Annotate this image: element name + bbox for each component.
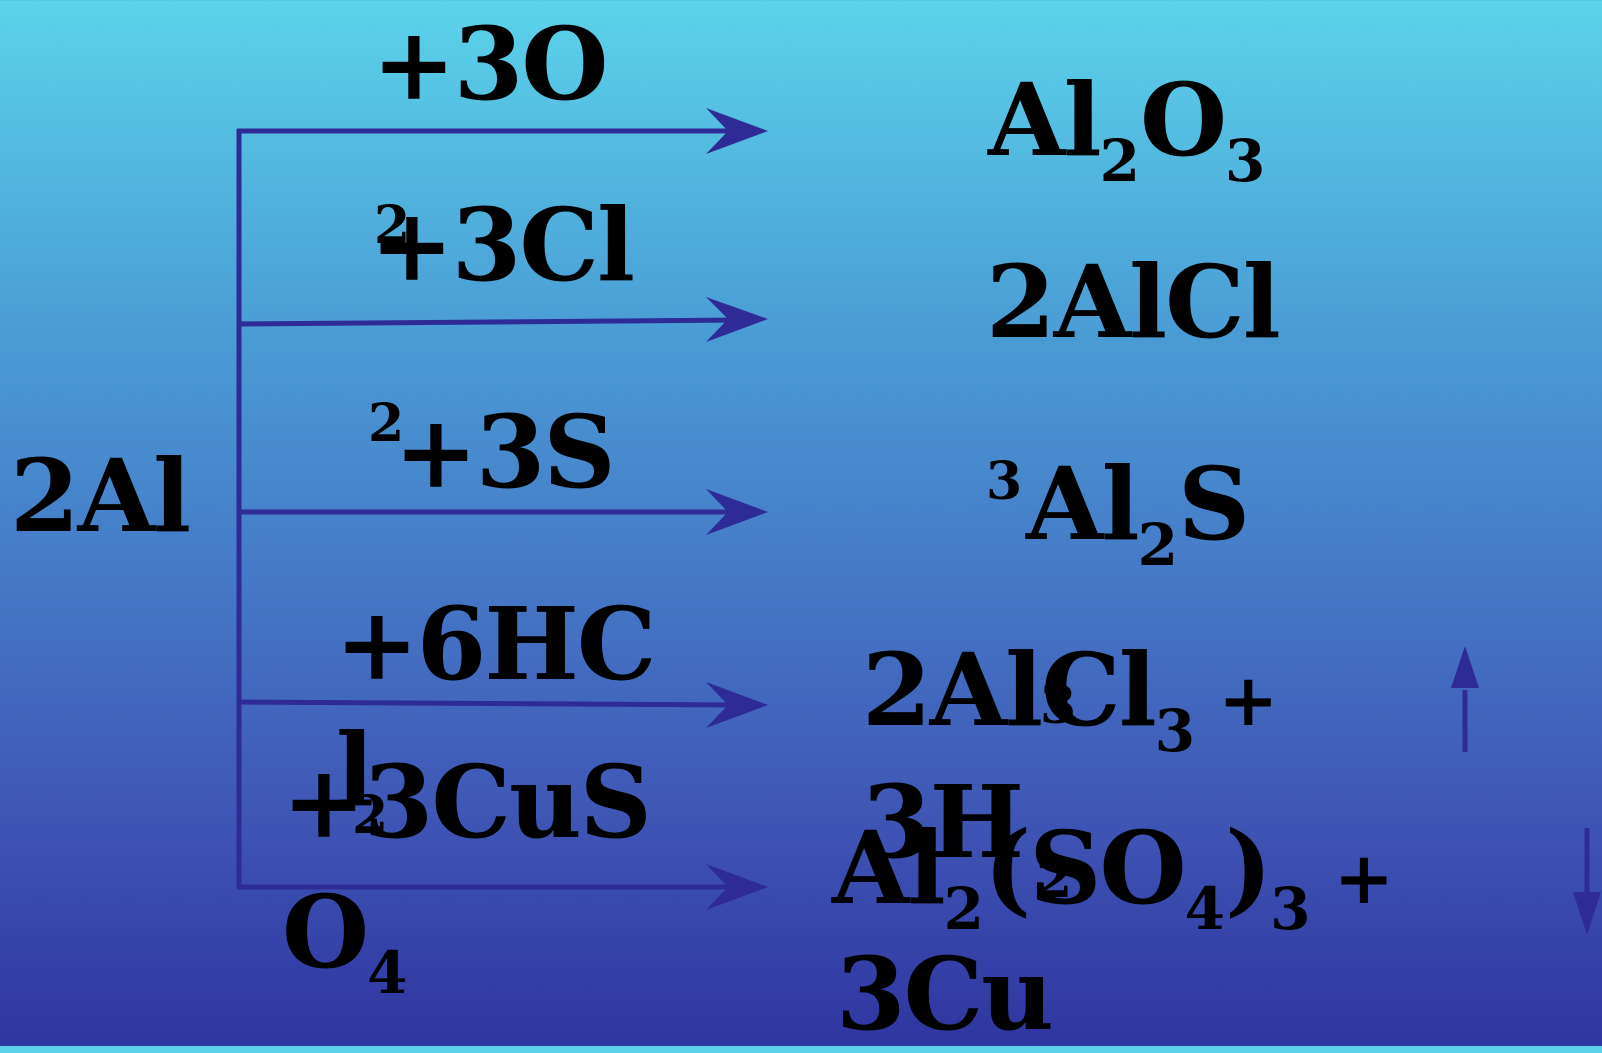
product-alcl3-overlap-digit: 3 bbox=[1040, 675, 1077, 736]
reagent-cuso4-tail: O4 bbox=[282, 882, 407, 1002]
product-al2o3: Al2O3 bbox=[988, 70, 1265, 190]
p5-sub-4: 4 bbox=[1184, 875, 1225, 944]
product-alcl: 2AlCl bbox=[986, 243, 1281, 361]
product-cu: 3Cu bbox=[836, 935, 1054, 1053]
p1-sub-3: 3 bbox=[1225, 127, 1266, 196]
p5-so: (SO bbox=[983, 809, 1187, 927]
arrow-2 bbox=[236, 297, 768, 342]
p5-al: Al bbox=[832, 809, 946, 927]
up-arrow-icon bbox=[1451, 646, 1479, 752]
reagent-cuso4-sub: 4 bbox=[367, 939, 408, 1008]
p1-o: O bbox=[1139, 61, 1227, 179]
reagent-hcl-tail: l bbox=[336, 711, 374, 829]
p4-alcl: 2AlCl bbox=[862, 631, 1157, 749]
product-al2s-prefix: 3 bbox=[986, 451, 1023, 512]
p4-plus: + bbox=[1195, 657, 1278, 742]
reagent-cuso4-overlap-digit: 2 bbox=[352, 785, 389, 846]
product-al2so43: Al2(SO4)3 + bbox=[832, 818, 1394, 938]
reagent-cuso4: +3CuS bbox=[282, 743, 652, 861]
reagent-oxygen: +3O bbox=[372, 5, 608, 123]
p3-sub-2: 2 bbox=[1137, 511, 1178, 580]
reagent-sulfur-subscript: 2 bbox=[368, 393, 405, 454]
reagent-chlorine-subscript: 2 bbox=[374, 195, 411, 256]
reagent-hcl: +6HC bbox=[335, 585, 656, 703]
p1-al: Al bbox=[988, 61, 1102, 179]
reagent-sulfur: +3S bbox=[394, 393, 616, 511]
product-h2: 3H bbox=[862, 763, 1024, 881]
arrow-4 bbox=[236, 682, 768, 728]
reactant-2al: 2Al bbox=[10, 437, 191, 555]
down-arrow-icon bbox=[1573, 828, 1601, 935]
p4-sub-3: 3 bbox=[1154, 697, 1196, 766]
p5-paren: ) bbox=[1224, 809, 1272, 927]
p5-sub-2: 2 bbox=[943, 875, 984, 944]
reagent-chlorine: +3Cl bbox=[370, 186, 635, 304]
product-al2s: Al2S bbox=[1026, 454, 1250, 574]
arrow-5 bbox=[237, 864, 768, 910]
product-alcl3: 2AlCl3 + bbox=[862, 640, 1279, 760]
p5-plus: + bbox=[1310, 835, 1394, 920]
arrow-3 bbox=[237, 489, 768, 535]
arrow-1 bbox=[237, 108, 768, 154]
p3-s: S bbox=[1177, 445, 1250, 563]
p3-al: Al bbox=[1026, 445, 1140, 563]
product-h2-subscript: 2 bbox=[1036, 849, 1073, 910]
p5-sub-3: 3 bbox=[1270, 875, 1311, 944]
p1-sub-2: 2 bbox=[1099, 127, 1140, 196]
reagent-cuso4-o: O bbox=[282, 873, 369, 991]
